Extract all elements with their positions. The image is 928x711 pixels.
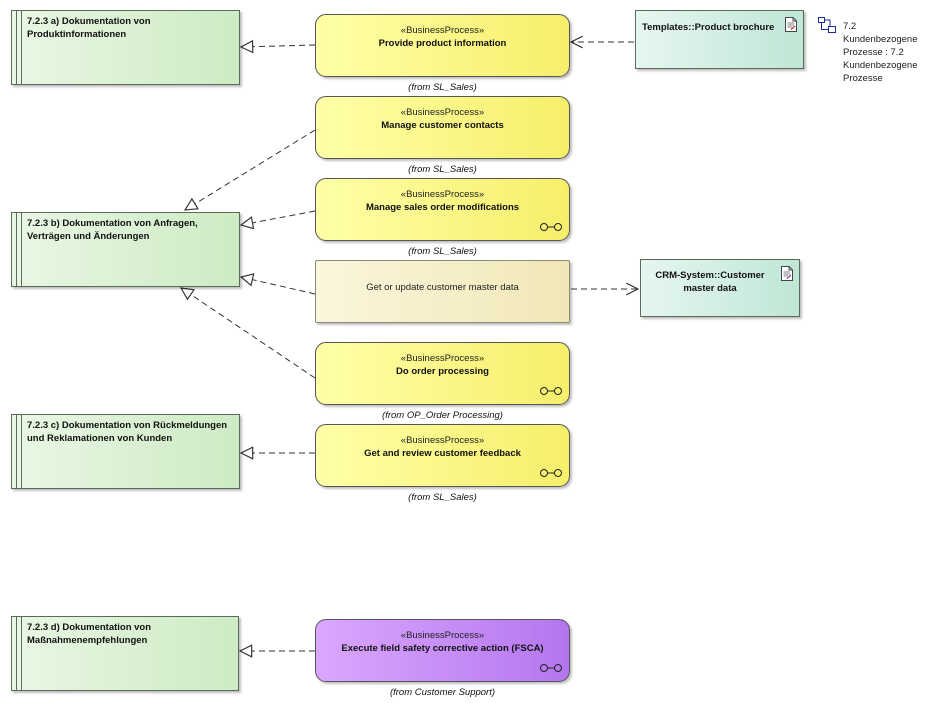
package-diagram-icon[interactable] [818,17,836,33]
realization-p5-b [181,288,316,379]
stereotype-label: «BusinessProcess» [400,353,485,364]
process-do-order-processing[interactable]: «BusinessProcess» Do order processing [315,342,570,405]
process-name: Manage customer contacts [381,120,504,131]
from-label: (from SL_Sales) [408,246,477,257]
requirement-d-label: 7.2.3 d) Dokumentation von Maßnahmenempf… [27,622,152,646]
artifact-product-brochure[interactable]: Templates::Product brochure [635,10,804,69]
process-provide-product-information[interactable]: «BusinessProcess» Provide product inform… [315,14,570,77]
realization-p1-a [241,45,316,47]
realization-p3-b [241,210,316,225]
process-get-or-update-customer-master-data[interactable]: Get or update customer master data [315,260,570,323]
process-get-and-review-customer-feedback[interactable]: «BusinessProcess» Get and review custome… [315,424,570,487]
process-name: Execute field safety corrective action (… [341,643,544,654]
requirement-a-label: 7.2.3 a) Dokumentation von Produktinform… [27,16,151,40]
requirement-a[interactable]: 7.2.3 a) Dokumentation von Produktinform… [11,10,240,85]
process-manage-customer-contacts[interactable]: «BusinessProcess» Manage customer contac… [315,96,570,159]
from-label: (from SL_Sales) [408,164,477,175]
requirement-d[interactable]: 7.2.3 d) Dokumentation von Maßnahmenempf… [11,616,239,691]
process-manage-sales-order-modifications[interactable]: «BusinessProcess» Manage sales order mod… [315,178,570,241]
linked-diagram-icon [540,664,562,672]
from-label: (from OP_Order Processing) [382,410,503,421]
package-link-label[interactable]: 7.2 Kundenbezogene Prozesse : 7.2 Kunden… [843,21,918,84]
stereotype-label: «BusinessProcess» [400,435,485,446]
document-icon [785,17,797,32]
stereotype-label: «BusinessProcess» [400,189,485,200]
requirement-c[interactable]: 7.2.3 c) Dokumentation von Rückmeldungen… [11,414,240,489]
from-label: (from SL_Sales) [408,82,477,93]
process-name: Manage sales order modifications [365,202,520,213]
requirement-b[interactable]: 7.2.3 b) Dokumentation von Anfragen, Ver… [11,212,240,287]
realization-p4-b [241,277,316,295]
document-icon [781,266,793,281]
artifact-customer-master-data[interactable]: CRM-System::Customer master data [640,259,800,317]
realization-p2-b [185,129,316,210]
requirement-b-label: 7.2.3 b) Dokumentation von Anfragen, Ver… [27,218,198,242]
linked-diagram-icon [540,387,562,395]
artifact-label: CRM-System::Customer master data [655,270,765,294]
process-name: Do order processing [396,366,489,377]
from-label: (from SL_Sales) [408,492,477,503]
artifact-label: Templates::Product brochure [642,22,775,33]
stereotype-label: «BusinessProcess» [400,25,485,36]
linked-diagram-icon [540,469,562,477]
linked-diagram-icon [540,223,562,231]
process-name: Get and review customer feedback [364,448,521,459]
process-name: Provide product information [378,38,507,49]
stereotype-label: «BusinessProcess» [400,107,485,118]
stereotype-label: «BusinessProcess» [400,630,485,641]
process-execute-fsca[interactable]: «BusinessProcess» Execute field safety c… [315,619,570,682]
requirement-c-label: 7.2.3 c) Dokumentation von Rückmeldungen… [27,420,228,444]
from-label: (from Customer Support) [389,687,496,698]
process-name: Get or update customer master data [366,282,519,293]
